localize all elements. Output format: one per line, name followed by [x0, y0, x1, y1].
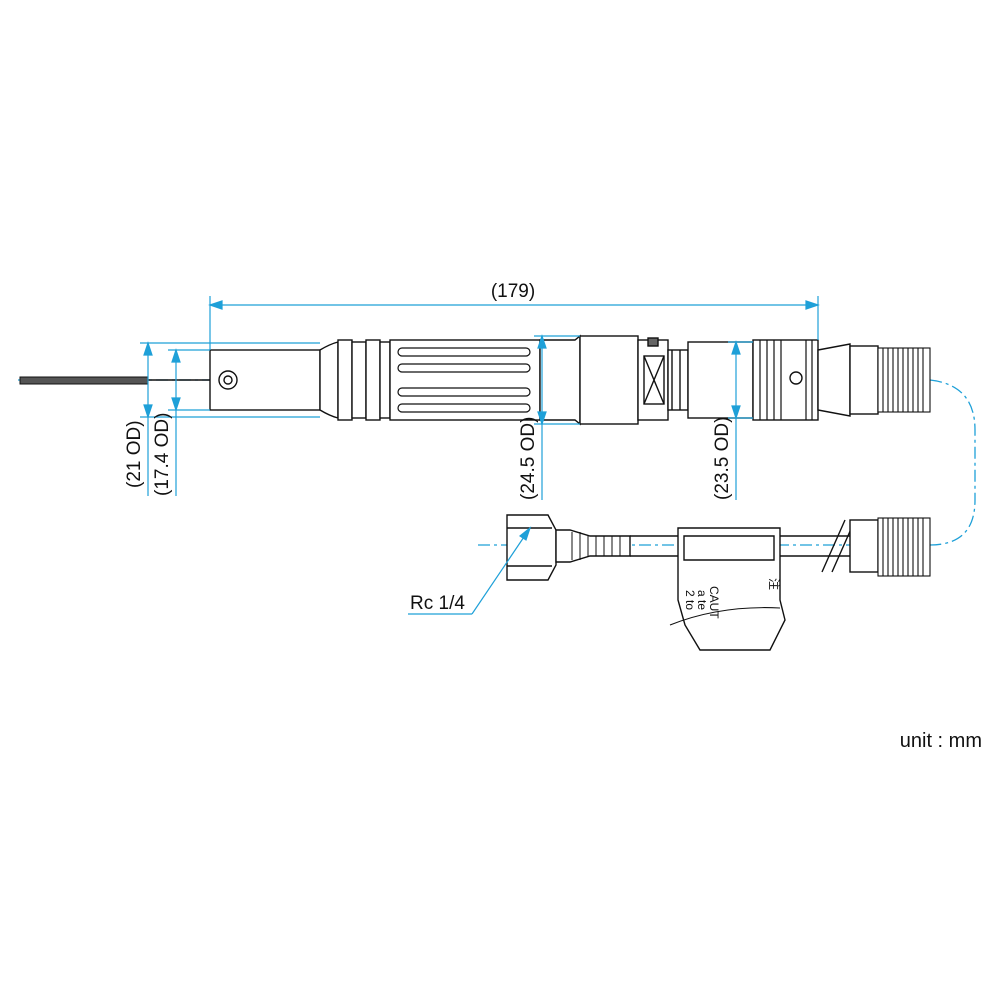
caution-kanji: 注 — [767, 578, 782, 590]
od-outer-label: (21 OD) — [124, 420, 145, 488]
motor-housing — [579, 335, 639, 425]
caution-line1: CAUT — [707, 586, 721, 619]
fitting-taper — [555, 529, 631, 563]
od-neck-label: (23.5 OD) — [712, 417, 733, 500]
rib-1 — [337, 339, 353, 421]
hose-connector-taper — [817, 343, 851, 417]
grip-slots — [397, 347, 531, 413]
dimension-lines — [140, 296, 820, 615]
caution-line2: a te — [695, 590, 709, 610]
fitting-nut — [506, 514, 557, 581]
rear-ring-grooves — [759, 340, 813, 420]
rib-3 — [365, 339, 381, 421]
tool-body — [209, 334, 931, 426]
hose-assembly — [506, 514, 931, 651]
bit-shank-knurl — [19, 376, 149, 385]
rear-ring-hole — [789, 371, 803, 385]
hose-loop-centerline — [929, 379, 976, 546]
length-arrow-left — [208, 300, 223, 310]
od-inner-label: (17.4 OD) — [152, 413, 173, 496]
caution-tag-clip — [683, 535, 775, 561]
tag-string — [669, 607, 781, 626]
length-label: (179) — [491, 281, 535, 302]
caution-line3: 2 to — [683, 590, 697, 610]
rear-ring — [752, 339, 819, 421]
lower-connector — [849, 519, 879, 573]
switch-mark — [647, 337, 659, 347]
ferrule-ribs — [571, 532, 621, 560]
hose-thread-upper — [877, 347, 931, 413]
unit-label: unit : mm — [900, 730, 982, 752]
neck — [667, 349, 689, 411]
chuck-screw-inner — [223, 375, 233, 385]
rear-housing — [687, 341, 754, 419]
hose-connector — [849, 345, 879, 415]
rib-4 — [379, 341, 391, 419]
nose-taper — [319, 341, 339, 419]
bit — [19, 376, 210, 385]
thread-leader — [471, 527, 531, 615]
switch-cross — [643, 355, 665, 405]
body-collar — [539, 334, 581, 426]
thread-label: Rc 1/4 — [410, 593, 465, 614]
rib-2 — [351, 341, 367, 419]
length-arrow-right — [805, 300, 820, 310]
caution-tag — [677, 527, 786, 651]
od-body-label: (24.5 OD) — [518, 417, 539, 500]
hose-thread-lower — [877, 517, 931, 577]
